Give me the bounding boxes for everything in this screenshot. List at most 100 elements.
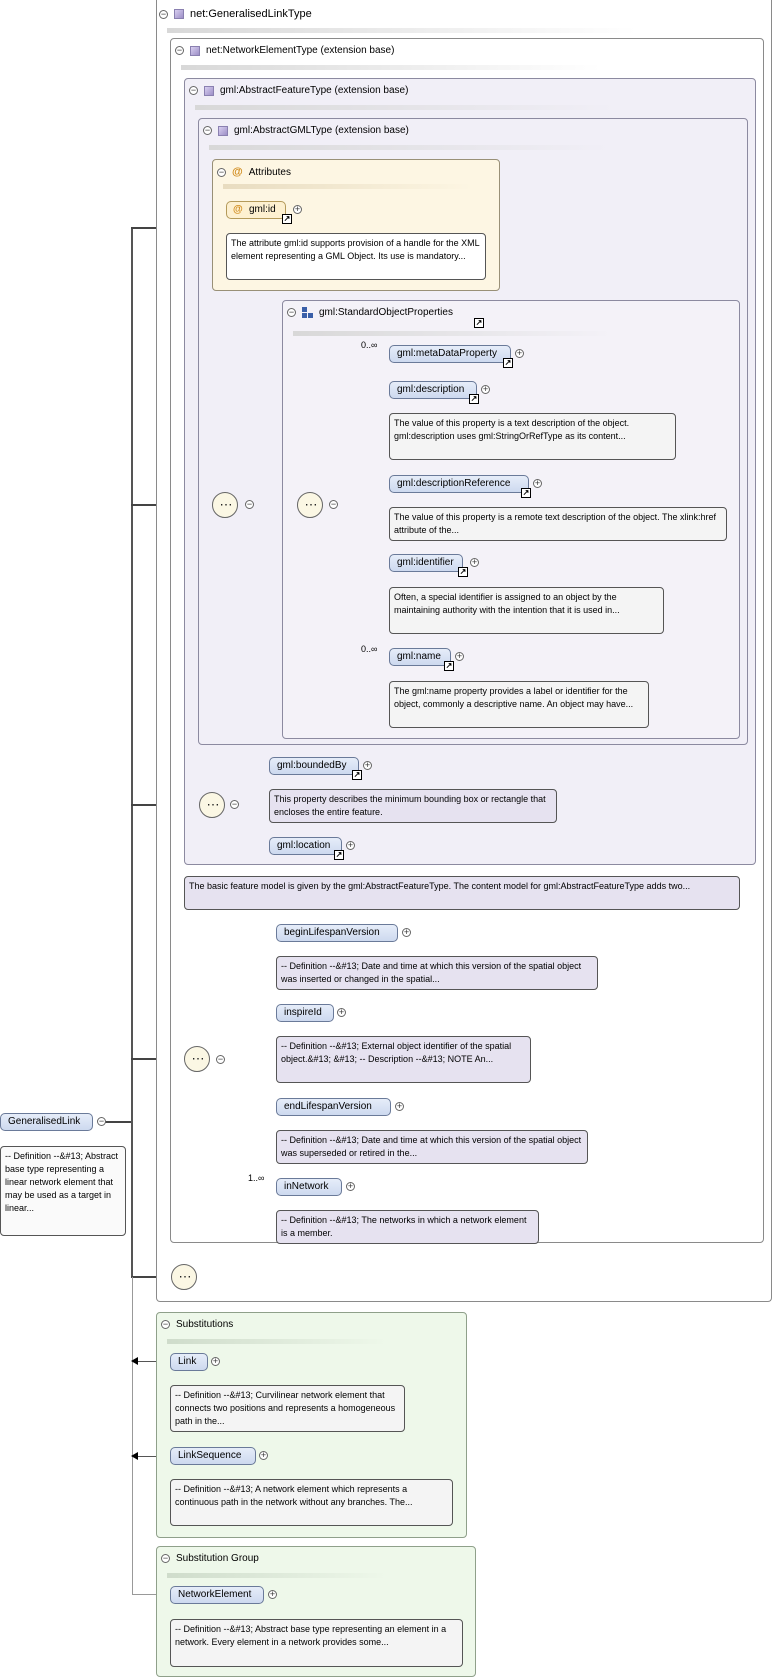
link-icon[interactable]: ↗: [334, 850, 344, 860]
gml-description-element[interactable]: gml:description: [389, 381, 477, 399]
metadata-multiplicity: 0..∞: [361, 340, 378, 350]
expand-icon[interactable]: +: [455, 651, 464, 661]
gml-location-element[interactable]: gml:location: [269, 837, 342, 855]
link-icon[interactable]: ↗: [352, 770, 362, 780]
sequence-compositor-3[interactable]: ⋯: [199, 792, 225, 818]
beginlifespanversion-element[interactable]: beginLifespanVersion: [276, 924, 398, 942]
attribute-icon: @: [233, 204, 243, 215]
gml-id-doc: The attribute gml:id supports provision …: [226, 233, 486, 280]
expand-icon[interactable]: +: [346, 1181, 355, 1191]
complex-type-icon: [190, 45, 200, 56]
link-arrow-head: [131, 1357, 138, 1365]
expand-icon[interactable]: +: [259, 1450, 268, 1460]
type-label: gml:AbstractFeatureType (extension base): [220, 85, 409, 96]
gml-identifier-element[interactable]: gml:identifier: [389, 554, 463, 572]
expand-icon[interactable]: +: [363, 760, 372, 770]
gml-metadataproperty-element[interactable]: gml:metaDataProperty: [389, 345, 511, 363]
collapse-icon[interactable]: −: [216, 1054, 225, 1064]
sequence-compositor-1[interactable]: ⋯: [212, 492, 238, 518]
type-label: net:GeneralisedLinkType: [190, 8, 312, 20]
gml-name-doc: The gml:name property provides a label o…: [389, 681, 649, 728]
collapse-icon[interactable]: −: [329, 499, 338, 509]
collapse-icon[interactable]: −: [161, 1319, 170, 1329]
group-label: gml:StandardObjectProperties: [319, 307, 453, 318]
linksequence-doc: -- Definition --&#13; A network element …: [170, 1479, 453, 1526]
substitution-group-label: Substitution Group: [176, 1553, 259, 1564]
collapse-icon[interactable]: −: [230, 799, 239, 809]
sequence-compositor-5[interactable]: ⋯: [171, 1264, 197, 1290]
generalisedlink-doc: -- Definition --&#13; Abstract base type…: [0, 1146, 126, 1236]
link-icon[interactable]: ↗: [469, 394, 479, 404]
endlifespanversion-element[interactable]: endLifespanVersion: [276, 1098, 391, 1116]
gml-boundedby-doc: This property describes the minimum boun…: [269, 789, 557, 823]
gml-identifier-doc: Often, a special identifier is assigned …: [389, 587, 664, 634]
expand-icon[interactable]: +: [470, 557, 479, 567]
collapse-icon[interactable]: −: [217, 166, 226, 177]
complex-type-icon: [218, 125, 228, 136]
expand-icon[interactable]: +: [395, 1101, 404, 1111]
linkseq-arrow-line: [138, 1456, 170, 1457]
link-element[interactable]: Link: [170, 1353, 208, 1371]
beginlifespanversion-doc: -- Definition --&#13; Date and time at w…: [276, 956, 598, 990]
gml-descriptionreference-doc: The value of this property is a remote t…: [389, 507, 727, 541]
collapse-icon[interactable]: −: [175, 45, 184, 55]
sequence-compositor-2[interactable]: ⋯: [297, 492, 323, 518]
expand-icon[interactable]: +: [533, 478, 542, 488]
linkseq-arrow-head: [131, 1452, 138, 1460]
innetwork-multiplicity: 1..∞: [248, 1173, 265, 1183]
expand-icon[interactable]: +: [515, 348, 524, 358]
gml-descriptionreference-element[interactable]: gml:descriptionReference: [389, 475, 529, 493]
collapse-icon[interactable]: −: [159, 8, 168, 19]
root-connector: [103, 1121, 132, 1123]
name-multiplicity: 0..∞: [361, 644, 378, 654]
link-icon[interactable]: ↗: [282, 214, 292, 224]
link-icon[interactable]: ↗: [503, 358, 513, 368]
link-arrow-line: [138, 1361, 170, 1362]
innetwork-element[interactable]: inNetwork: [276, 1178, 342, 1196]
trunk-to-seq5: [131, 1276, 171, 1278]
expand-icon[interactable]: +: [211, 1356, 220, 1366]
collapse-icon[interactable]: −: [287, 307, 296, 317]
collapse-icon[interactable]: −: [245, 499, 254, 509]
attribute-icon: @: [232, 166, 243, 178]
group-icon: [302, 307, 313, 318]
endlifespanversion-doc: -- Definition --&#13; Date and time at w…: [276, 1130, 588, 1164]
substitutions-label: Substitutions: [176, 1319, 234, 1330]
gml-name-element[interactable]: gml:name: [389, 648, 451, 666]
complex-type-icon: [174, 9, 184, 19]
type-label: gml:AbstractGMLType (extension base): [234, 125, 409, 136]
thin-to-group: [132, 1594, 170, 1595]
sequence-compositor-4[interactable]: ⋯: [184, 1046, 210, 1072]
gml-id-attribute[interactable]: @ gml:id: [226, 201, 286, 219]
main-trunk: [131, 228, 133, 1277]
thin-trunk: [132, 1277, 133, 1595]
inspireid-doc: -- Definition --&#13; External object id…: [276, 1036, 531, 1083]
collapse-icon[interactable]: −: [189, 85, 198, 95]
inspireid-element[interactable]: inspireId: [276, 1004, 334, 1022]
link-doc: -- Definition --&#13; Curvilinear networ…: [170, 1385, 405, 1432]
networkelement-element[interactable]: NetworkElement: [170, 1586, 264, 1604]
link-icon[interactable]: ↗: [521, 488, 531, 498]
group-link-icon[interactable]: ↗: [474, 318, 484, 328]
innetwork-doc: -- Definition --&#13; The networks in wh…: [276, 1210, 539, 1244]
generalisedlink-element[interactable]: GeneralisedLink: [0, 1113, 93, 1131]
abstract-feature-doc: The basic feature model is given by the …: [184, 876, 740, 910]
expand-icon[interactable]: +: [337, 1007, 346, 1017]
complex-type-icon: [204, 85, 214, 96]
link-icon[interactable]: ↗: [458, 567, 468, 577]
expand-icon[interactable]: +: [402, 927, 411, 937]
gml-description-doc: The value of this property is a text des…: [389, 413, 676, 460]
networkelement-doc: -- Definition --&#13; Abstract base type…: [170, 1619, 463, 1667]
expand-icon[interactable]: +: [481, 384, 490, 394]
collapse-icon[interactable]: −: [161, 1553, 170, 1563]
linksequence-element[interactable]: LinkSequence: [170, 1447, 256, 1465]
expand-icon[interactable]: +: [293, 204, 302, 214]
link-icon[interactable]: ↗: [444, 661, 454, 671]
expand-icon[interactable]: +: [346, 840, 355, 850]
attributes-label: Attributes: [248, 166, 291, 178]
collapse-icon[interactable]: −: [97, 1116, 106, 1126]
gml-boundedby-element[interactable]: gml:boundedBy: [269, 757, 359, 775]
expand-icon[interactable]: +: [268, 1589, 277, 1599]
type-label: net:NetworkElementType (extension base): [206, 45, 395, 56]
collapse-icon[interactable]: −: [203, 125, 212, 135]
